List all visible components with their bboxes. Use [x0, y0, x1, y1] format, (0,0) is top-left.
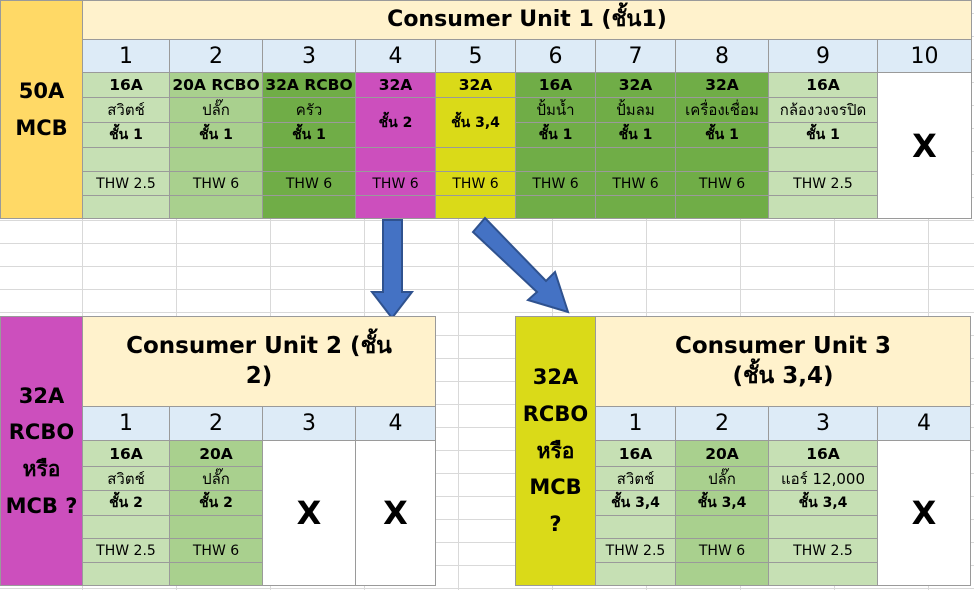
unit1-c8-floor: ชั้น 1	[675, 122, 769, 148]
unit1-c5-wire: THW 6	[435, 171, 516, 196]
unit1-c3-label: ครัว	[262, 97, 356, 123]
unit1-c9-label: กล้องวงจรปิด	[768, 97, 878, 123]
unit3-c2-blank2	[675, 562, 769, 586]
unit2-c2-amp: 20A	[169, 440, 263, 467]
unit3-c2-floor: ชั้น 3,4	[675, 490, 769, 516]
unit1-c9-blank2	[768, 195, 878, 219]
unit1-c7-wire: THW 6	[595, 171, 676, 196]
unit3-c3-blank2	[768, 562, 878, 586]
unit1-slot-6: 6	[515, 39, 596, 73]
unit1-c3-amp: 32A RCBO	[262, 72, 356, 98]
unit3-c2-label: ปลั๊ก	[675, 466, 769, 491]
unit1-c9-amp: 16A	[768, 72, 878, 98]
unit1-c6-blank	[515, 147, 596, 172]
unit3-c2-blank	[675, 515, 769, 539]
unit1-main-breaker[interactable]: 50A MCB	[0, 0, 83, 219]
unit2-c1-wire: THW 2.5	[82, 538, 170, 563]
unit1-c2-blank2	[169, 195, 263, 219]
unit2-slot-2: 2	[169, 406, 263, 441]
unit2-slot-4: 4	[355, 406, 436, 441]
unit2-title: Consumer Unit 2 (ชั้น 2)	[82, 316, 436, 407]
unit2-c3-empty-mark: X	[262, 440, 356, 586]
unit3-c2-amp: 20A	[675, 440, 769, 467]
unit3-slot-1: 1	[595, 406, 676, 441]
unit3-title: Consumer Unit 3 (ชั้น 3,4)	[595, 316, 971, 407]
unit1-title: Consumer Unit 1 (ชั้น1)	[82, 0, 972, 40]
unit3-c3-label: แอร์ 12,000	[768, 466, 878, 491]
unit3-c3-amp: 16A	[768, 440, 878, 467]
unit3-slot-3: 3	[768, 406, 878, 441]
unit1-slot-4: 4	[355, 39, 436, 73]
unit1-c4-blank2	[355, 195, 436, 219]
unit1-slot-5: 5	[435, 39, 516, 73]
unit2-c2-blank	[169, 515, 263, 539]
unit1-c1-blank	[82, 147, 170, 172]
unit2-c2-blank2	[169, 562, 263, 586]
unit3-c4-empty-mark: X	[877, 440, 971, 586]
unit2-main-breaker[interactable]: 32A RCBO หรือ MCB ?	[0, 316, 83, 586]
unit1-c10-empty-mark: X	[877, 72, 972, 219]
unit1-c8-blank	[675, 147, 769, 172]
unit1-slot-10: 10	[877, 39, 972, 73]
unit3-c1-label: สวิตช์	[595, 466, 676, 491]
unit1-c8-wire: THW 6	[675, 171, 769, 196]
unit3-main-breaker[interactable]: 32A RCBO หรือ MCB ?	[515, 316, 596, 586]
arrow-down-icon	[369, 219, 415, 320]
unit2-c2-label: ปลั๊ก	[169, 466, 263, 491]
unit1-c9-floor: ชั้น 1	[768, 122, 878, 148]
unit3-c3-wire: THW 2.5	[768, 538, 878, 563]
unit1-c7-label: ปั้มลม	[595, 97, 676, 123]
unit1-c7-blank2	[595, 195, 676, 219]
unit3-c1-amp: 16A	[595, 440, 676, 467]
unit2-c1-blank	[82, 515, 170, 539]
unit2-c1-blank2	[82, 562, 170, 586]
unit1-c8-amp: 32A	[675, 72, 769, 98]
unit1-c4-amp: 32A	[355, 72, 436, 98]
arrow-diagonal-icon	[471, 216, 570, 314]
unit1-c6-wire: THW 6	[515, 171, 596, 196]
unit3-c2-wire: THW 6	[675, 538, 769, 563]
unit2-c1-amp: 16A	[82, 440, 170, 467]
unit1-c6-amp: 16A	[515, 72, 596, 98]
unit1-c8-label: เครื่องเชื่อม	[675, 97, 769, 123]
unit2-c2-floor: ชั้น 2	[169, 490, 263, 516]
unit1-c2-floor: ชั้น 1	[169, 122, 263, 148]
unit3-c3-floor: ชั้น 3,4	[768, 490, 878, 516]
unit3-c1-blank	[595, 515, 676, 539]
unit2-slot-1: 1	[82, 406, 170, 441]
unit1-c5-floor: ชั้น 3,4	[435, 97, 516, 148]
unit3-slot-4: 4	[877, 406, 971, 441]
unit1-c6-floor: ชั้น 1	[515, 122, 596, 148]
unit1-c6-blank2	[515, 195, 596, 219]
unit2-c4-empty-mark: X	[355, 440, 436, 586]
unit1-c2-label: ปลั๊ก	[169, 97, 263, 123]
unit1-c5-blank	[435, 147, 516, 172]
unit2-c1-label: สวิตช์	[82, 466, 170, 491]
unit3-slot-2: 2	[675, 406, 769, 441]
unit2-c2-wire: THW 6	[169, 538, 263, 563]
unit1-slot-8: 8	[675, 39, 769, 73]
unit1-c7-floor: ชั้น 1	[595, 122, 676, 148]
unit2-slot-3: 3	[262, 406, 356, 441]
unit1-c4-wire: THW 6	[355, 171, 436, 196]
unit1-c1-blank2	[82, 195, 170, 219]
unit2-c1-floor: ชั้น 2	[82, 490, 170, 516]
unit1-c1-amp: 16A	[82, 72, 170, 98]
unit1-c3-blank2	[262, 195, 356, 219]
unit3-c3-blank	[768, 515, 878, 539]
unit3-c1-floor: ชั้น 3,4	[595, 490, 676, 516]
unit1-c5-amp: 32A	[435, 72, 516, 98]
unit3-c1-wire: THW 2.5	[595, 538, 676, 563]
unit1-c3-wire: THW 6	[262, 171, 356, 196]
unit1-c2-amp: 20A RCBO	[169, 72, 263, 98]
unit1-c9-wire: THW 2.5	[768, 171, 878, 196]
unit3-c1-blank2	[595, 562, 676, 586]
